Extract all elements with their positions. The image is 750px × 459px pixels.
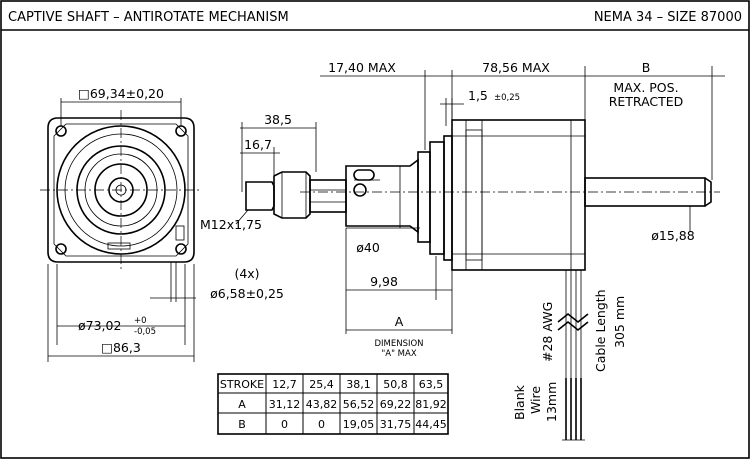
table-header-stroke: STROKE bbox=[220, 378, 264, 391]
max-pos-line1: MAX. POS. bbox=[613, 80, 678, 95]
cable-label-line1: Cable Length bbox=[593, 289, 608, 372]
dim-a-label: A bbox=[395, 314, 404, 329]
body-dim-tol-upper: +0 bbox=[134, 316, 147, 326]
dim-a-note-line2: "A" MAX bbox=[381, 349, 416, 359]
table-cell: A bbox=[238, 398, 246, 411]
blank-label-line2: Wire bbox=[528, 386, 543, 414]
table-cell: 31,75 bbox=[380, 418, 412, 431]
table-cell: 69,22 bbox=[380, 398, 412, 411]
awg-label: #28 AWG bbox=[540, 302, 555, 362]
lead-wires: #28 AWG Cable Length 305 mm Blank Wire 1… bbox=[512, 270, 627, 441]
dim-b-label: B bbox=[642, 60, 651, 75]
table-cell: 81,92 bbox=[415, 398, 447, 411]
table-cell: 44,45 bbox=[415, 418, 447, 431]
thread-label: M12x1,75 bbox=[200, 217, 262, 232]
blank-label-line1: Blank bbox=[512, 384, 527, 420]
table-header-cell: 50,8 bbox=[383, 378, 408, 391]
blank-label-line3: 13mm bbox=[544, 382, 559, 422]
table-cell: 0 bbox=[318, 418, 325, 431]
overall-dim-label: □86,3 bbox=[101, 340, 141, 355]
flange-dim-label: □69,34±0,20 bbox=[78, 86, 164, 101]
hole-qty-label: (4x) bbox=[234, 266, 259, 281]
title-right: NEMA 34 – SIZE 87000 bbox=[594, 10, 742, 25]
dim-1-5-label: 1,5 bbox=[468, 88, 488, 103]
dim-78-56-label: 78,56 MAX bbox=[482, 60, 550, 75]
table-cell: 56,52 bbox=[343, 398, 375, 411]
front-view: □69,34±0,20 (4x) ø6,58±0,25 ø73,02 +0 -0… bbox=[40, 86, 284, 362]
title-left: CAPTIVE SHAFT – ANTIROTATE MECHANISM bbox=[8, 10, 289, 25]
dia-15-88-label: ø15,88 bbox=[651, 228, 694, 243]
table-header-cell: 38,1 bbox=[346, 378, 371, 391]
table-header-cell: 63,5 bbox=[419, 378, 444, 391]
dim-17-40-label: 17,40 MAX bbox=[328, 60, 396, 75]
table-header-cell: 12,7 bbox=[272, 378, 297, 391]
table-cell: 0 bbox=[281, 418, 288, 431]
cable-label-line2: 305 mm bbox=[612, 296, 627, 348]
body-dim-label: ø73,02 bbox=[78, 318, 121, 333]
dim-1-5-tol: ±0,25 bbox=[494, 93, 520, 103]
dim-9-98-label: 9,98 bbox=[370, 274, 398, 289]
body-dim-tol-lower: -0,05 bbox=[134, 327, 156, 337]
hole-dim-label: ø6,58±0,25 bbox=[210, 286, 284, 301]
stroke-table: STROKE 12,7 25,4 38,1 50,8 63,5 A 31,12 … bbox=[217, 373, 449, 435]
table-cell: 43,82 bbox=[306, 398, 338, 411]
max-pos-line2: RETRACTED bbox=[609, 94, 684, 109]
table-header-cell: 25,4 bbox=[309, 378, 334, 391]
dim-16-7-label: 16,7 bbox=[244, 137, 272, 152]
dia-40-label: ø40 bbox=[356, 240, 380, 255]
dim-38-5-label: 38,5 bbox=[264, 112, 292, 127]
table-cell: 31,12 bbox=[269, 398, 301, 411]
table-cell: B bbox=[238, 418, 246, 431]
dim-a-note-line1: DIMENSION bbox=[374, 339, 423, 349]
side-view: 17,40 MAX 78,56 MAX B MAX. POS. RETRACTE… bbox=[200, 60, 725, 359]
table-cell: 19,05 bbox=[343, 418, 375, 431]
